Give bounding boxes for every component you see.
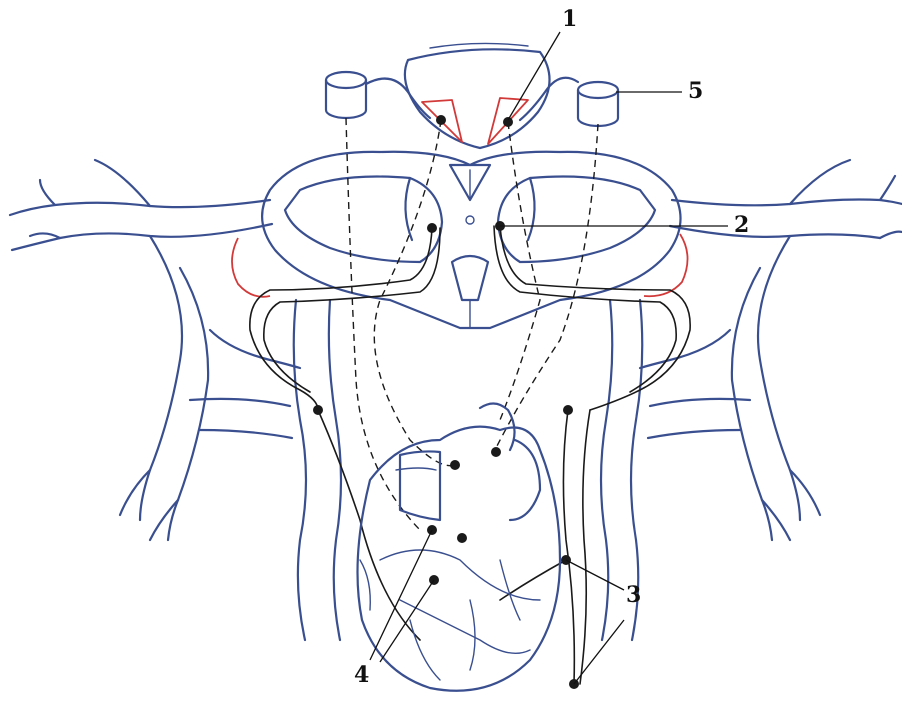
heart [358, 403, 561, 690]
callout-label-2: 2 [734, 214, 749, 236]
spinal-cord-section [262, 152, 680, 328]
callout-label-1: 1 [562, 8, 577, 30]
left-nerve-trunks [10, 160, 300, 540]
callout-label-5: 5 [688, 80, 703, 102]
sympathetic-chains [294, 300, 643, 640]
callout-label-4: 4 [354, 664, 369, 686]
dashed-fibers [346, 118, 598, 530]
efferent-fibers [250, 226, 690, 684]
right-nerve-trunks [640, 160, 902, 540]
callout-label-3: 3 [626, 584, 641, 606]
brainstem [405, 43, 550, 148]
